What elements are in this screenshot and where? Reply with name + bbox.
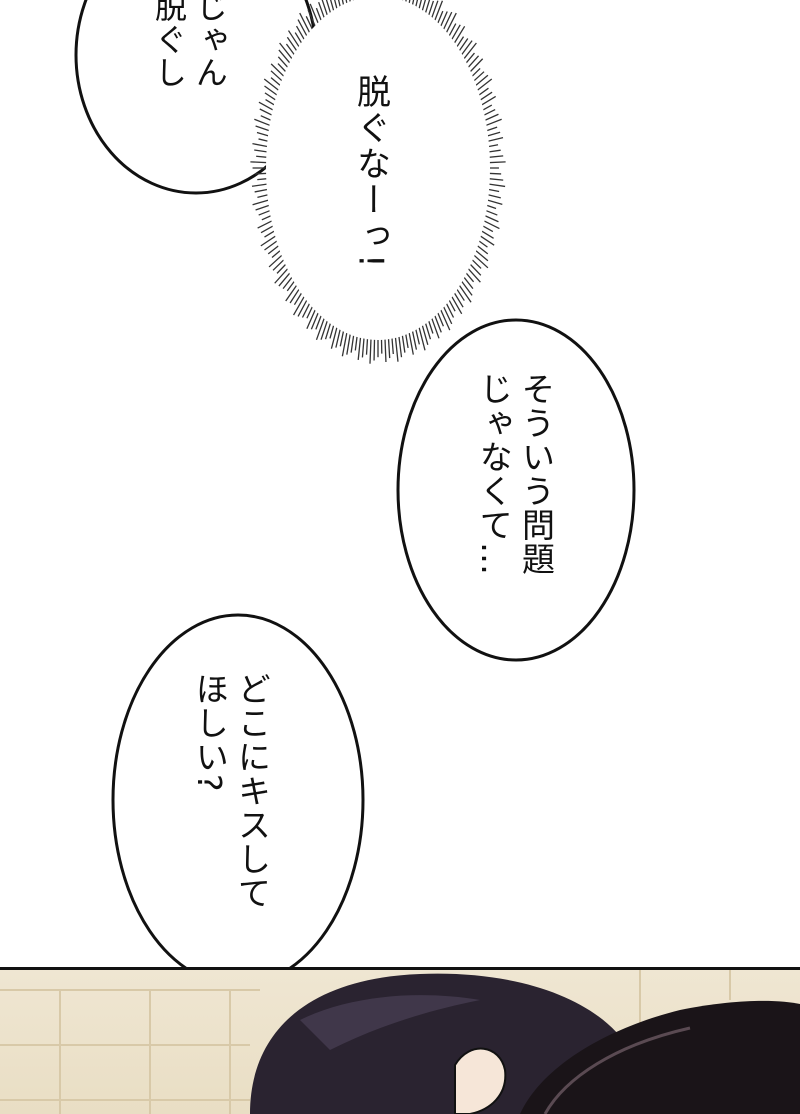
spike-line: [395, 334, 398, 361]
spike-line: [488, 162, 506, 163]
spike-line: [370, 336, 371, 363]
spike-line: [472, 254, 487, 268]
spike-line: [431, 316, 439, 339]
spike-line: [483, 114, 498, 121]
spike-line: [460, 279, 472, 295]
spike-line: [253, 200, 271, 205]
spike-line: [252, 184, 269, 186]
spike-line: [451, 294, 462, 313]
character-illustration: [0, 970, 800, 1114]
spike-line: [307, 307, 316, 328]
spike-line: [474, 75, 488, 87]
spike-line: [488, 156, 504, 158]
spike-line: [443, 304, 452, 323]
spike-line: [453, 26, 465, 45]
bubble-top-left-text: じゃん 脱ぐし: [148, 0, 230, 89]
spike-line: [487, 184, 505, 187]
spike-line: [347, 331, 351, 354]
spike-line: [321, 318, 328, 339]
spike-line: [261, 235, 277, 246]
bubble-spiky-text: 脱ぐなーっ!: [348, 74, 392, 270]
spike-line: [358, 334, 361, 359]
spike-line: [434, 1, 443, 23]
spike-line: [440, 307, 450, 330]
spike-line: [483, 215, 498, 222]
spike-line: [467, 267, 481, 282]
spike-line: [286, 283, 298, 301]
spike-line: [399, 334, 402, 358]
spike-line: [484, 119, 501, 126]
spike-line: [256, 205, 271, 210]
spike-line: [445, 13, 456, 35]
spike-line: [316, 316, 325, 340]
spike-line: [418, 325, 425, 351]
spike-line: [250, 162, 268, 163]
bottom-panel: [0, 967, 800, 1114]
spike-line: [486, 200, 503, 205]
spike-line: [460, 41, 472, 57]
spike-line: [385, 336, 386, 362]
spike-line: [269, 254, 283, 267]
bubble-bottom-left-text: どこにキスして ほしい?: [188, 672, 272, 910]
spike-line: [275, 267, 289, 283]
spike-line: [469, 59, 483, 74]
spike-line: [298, 298, 308, 317]
spike-line: [443, 12, 452, 31]
spike-line: [486, 138, 503, 142]
spike-line: [279, 271, 291, 286]
spike-line: [474, 249, 488, 261]
spike-line: [488, 179, 504, 181]
spike-line: [476, 79, 492, 91]
bubble-middle-right-text: そういう問題 じゃなくて…: [472, 372, 556, 576]
